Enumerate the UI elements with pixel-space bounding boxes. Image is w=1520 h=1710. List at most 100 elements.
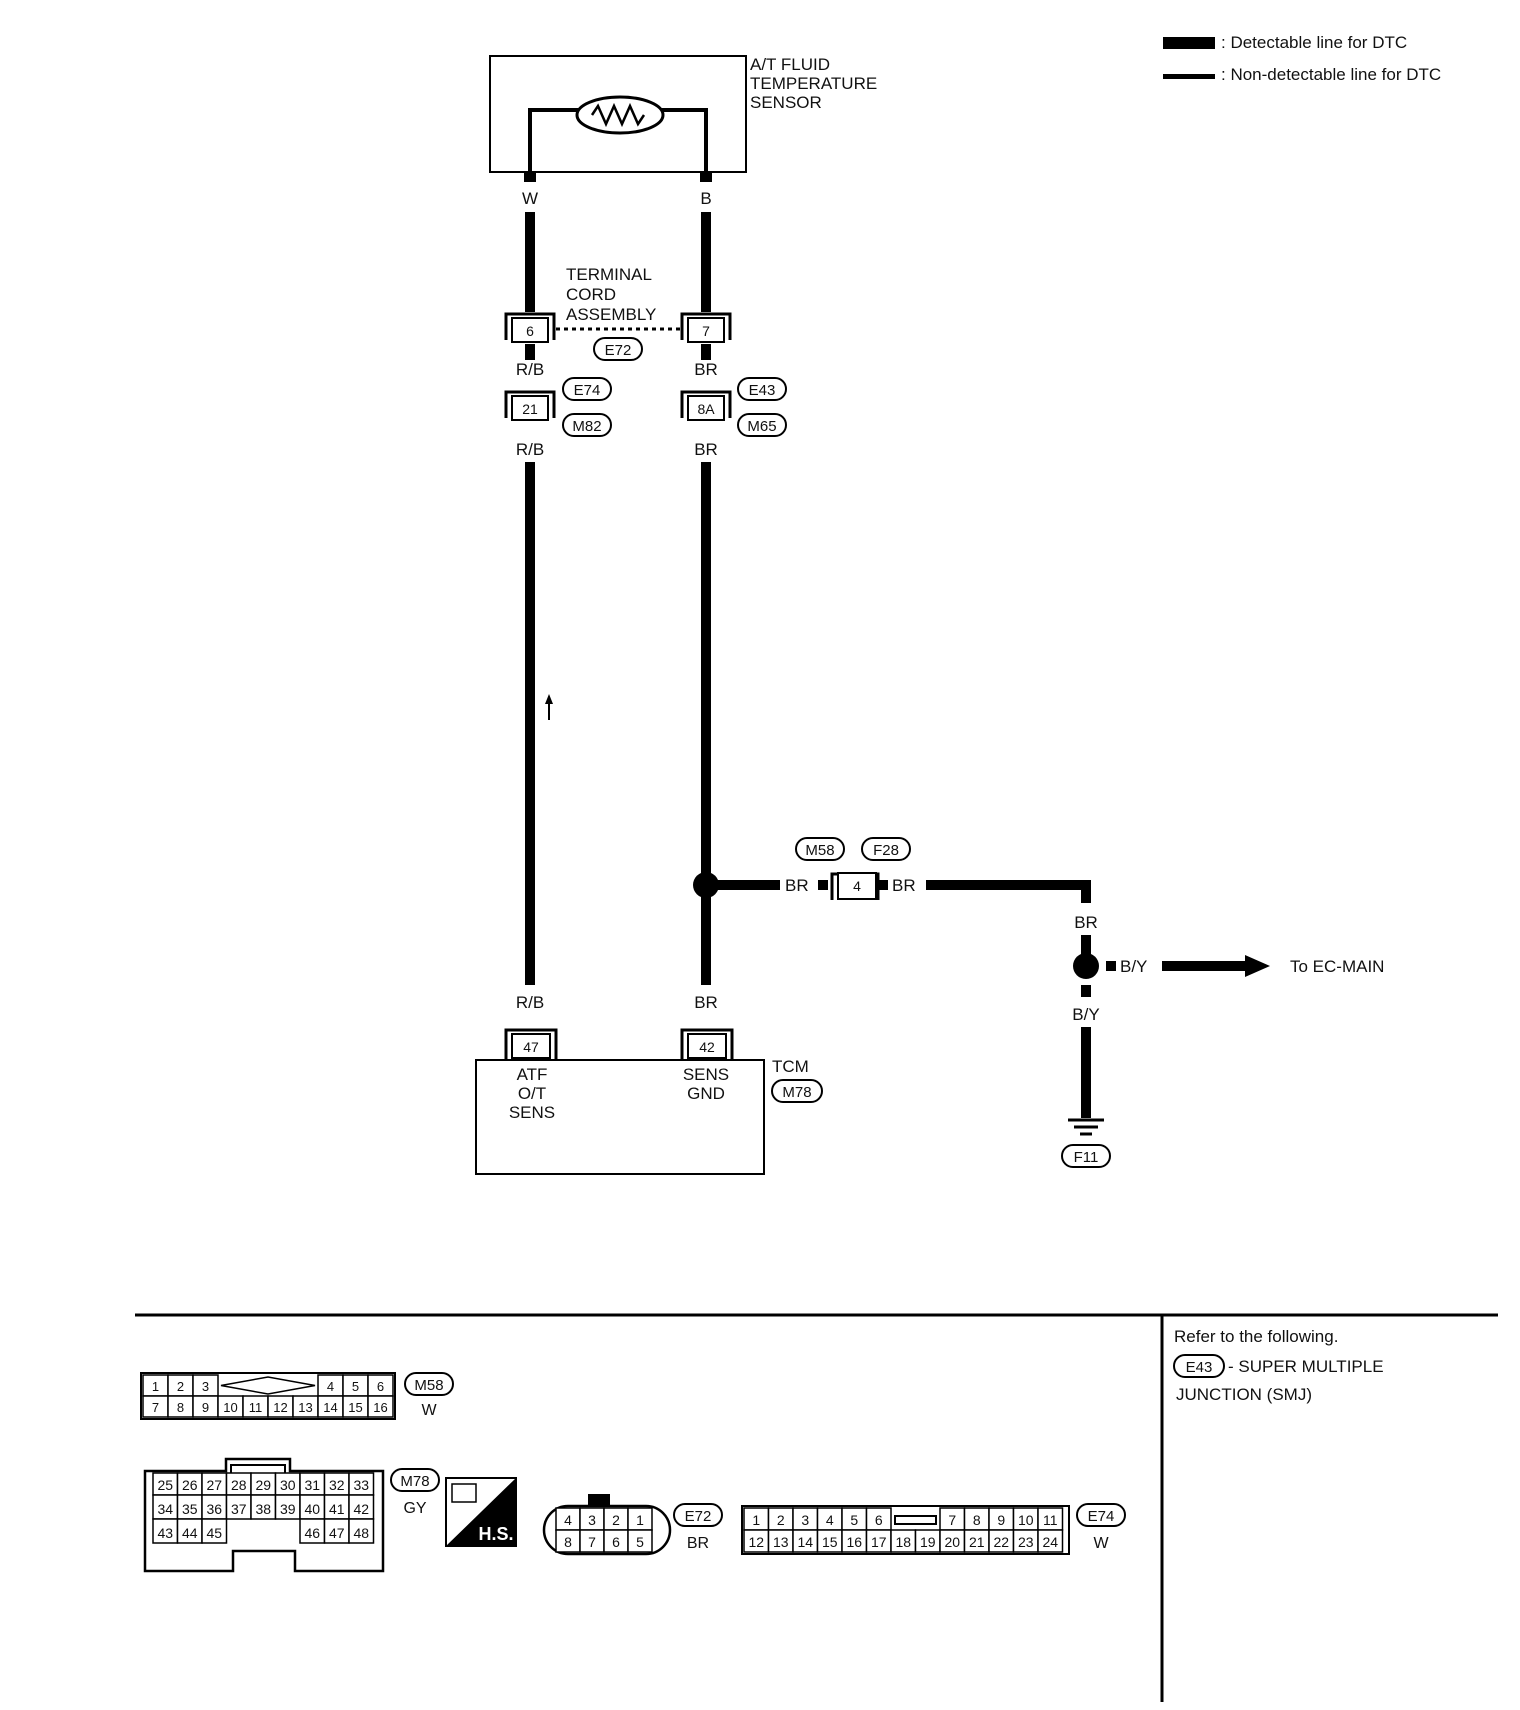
hs-label: H.S.: [478, 1524, 513, 1544]
e74-pin-2: 2: [777, 1512, 785, 1528]
tcm-pin-42-name-l2: GND: [687, 1084, 725, 1103]
pin-47-bracket: [504, 1028, 558, 1060]
m58-pin-10: 10: [223, 1400, 237, 1415]
m58-pin-12: 12: [273, 1400, 287, 1415]
connector-tag-e74-label: E74: [574, 382, 601, 399]
e74-pin-17: 17: [871, 1534, 887, 1550]
m78-pin-35-cell: [176, 1494, 203, 1520]
connector-tag-m78-label: M78: [782, 1084, 811, 1101]
m58-key-icon: [220, 1376, 316, 1395]
e72-pin-7: 7: [588, 1534, 596, 1550]
sensor-pin-right: [700, 172, 712, 182]
terminal-cord-line1: TERMINAL: [566, 265, 652, 284]
pin-7-label: 7: [702, 323, 710, 339]
m58-pin-16: 16: [373, 1400, 387, 1415]
connector-tag-e43: [737, 377, 787, 401]
ground: F11: [1061, 1118, 1111, 1168]
m78-pin-45: 45: [206, 1525, 222, 1541]
connector-tag-m82-label: M82: [572, 418, 601, 435]
m78-pin-37: 37: [231, 1501, 247, 1517]
pin-21-label: 21: [522, 401, 538, 417]
e74-pin-22: 22: [993, 1534, 1009, 1550]
m78-pin-44-cell: [176, 1518, 203, 1544]
e74-pin-16: 16: [846, 1534, 862, 1550]
terminal-cord-assembly: TERMINAL CORD ASSEMBLY 6 7 E72 R/B BR: [504, 265, 732, 379]
harness-side-indicator: H.S.: [445, 1477, 517, 1547]
m78-pin-47: 47: [329, 1525, 345, 1541]
thermistor-zigzag: [590, 102, 646, 128]
e74-pin-14: 14: [797, 1534, 813, 1550]
m78-pin-39-cell: [274, 1494, 301, 1520]
e74-pin-10: 10: [1018, 1512, 1034, 1528]
wire-color-rb-1: R/B: [516, 360, 544, 379]
wire-color-by-1: B/Y: [1120, 957, 1147, 976]
pin-21-bracket: [504, 390, 556, 418]
e74-pin-15: 15: [822, 1534, 838, 1550]
e72-color: BR: [687, 1535, 709, 1552]
e72-pin-5-cell: [627, 1529, 653, 1553]
m58-pin-11: 11: [249, 1400, 263, 1415]
e74-pin-11: 11: [1043, 1512, 1058, 1528]
connector-tag-f11-label: F11: [1074, 1149, 1099, 1166]
sensor-pin-left: [524, 172, 536, 182]
ec-main-label: To EC-MAIN: [1290, 957, 1384, 976]
m58-face-tag: [404, 1372, 454, 1396]
m58-pin-8: 8: [177, 1400, 184, 1415]
wire-color-br-6: BR: [694, 993, 718, 1012]
m78-pin-45-cell: [201, 1518, 228, 1544]
legend: : Detectable line for DTC : Non-detectab…: [1163, 33, 1441, 84]
pin-4-label: 4: [853, 878, 861, 894]
tcm-pin-47-name-l3: SENS: [509, 1103, 555, 1122]
terminal-cord-line3: ASSEMBLY: [566, 305, 656, 324]
wire-color-br-4: BR: [892, 876, 916, 895]
e74-pin-19: 19: [920, 1534, 936, 1550]
e72-face-tag-label: E72: [685, 1508, 712, 1525]
e72-pin-4: 4: [564, 1512, 572, 1528]
connector-tag-m65-label: M65: [747, 418, 776, 435]
hs-connector-icon: [451, 1483, 477, 1503]
refer-connector-label: E43: [1186, 1359, 1213, 1376]
wire-color-br-3: BR: [785, 876, 809, 895]
m78-outline: [143, 1457, 385, 1573]
pin-7-box: [687, 317, 725, 343]
e74-face-tag-label: E74: [1088, 1508, 1115, 1525]
m78-face-tag: [390, 1468, 440, 1492]
m58-pin-7: 7: [152, 1400, 159, 1415]
e74-pin-5: 5: [850, 1512, 858, 1528]
connector-tag-e72-label: E72: [605, 342, 632, 359]
m78-pin-47-cell: [323, 1518, 350, 1544]
m78-pin-39: 39: [280, 1501, 296, 1517]
m78-pin-25: 25: [157, 1477, 173, 1493]
pin-8a-label: 8A: [697, 401, 715, 417]
sensor-label-line3: SENSOR: [750, 93, 822, 112]
tcm: R/B BR 47 42 ATF O/T SENS SENS GND TCM M…: [475, 993, 823, 1175]
pin-42-label: 42: [699, 1039, 715, 1055]
pin-42-bracket: [680, 1028, 734, 1060]
e72-pin-5: 5: [636, 1534, 644, 1550]
m58-outline: [140, 1372, 396, 1420]
connector-tag-e43-label: E43: [749, 382, 776, 399]
legend-detectable-label: : Detectable line for DTC: [1221, 33, 1407, 52]
sensor-label-line1: A/T FLUID: [750, 55, 830, 74]
m58-face-tag-label: M58: [414, 1377, 443, 1394]
connector-tag-m65: [737, 413, 787, 437]
e72-pin-6: 6: [612, 1534, 620, 1550]
e72-latch-icon: [588, 1494, 610, 1506]
refer-line1: Refer to the following.: [1174, 1327, 1338, 1346]
refer-line2: - SUPER MULTIPLE: [1228, 1357, 1384, 1376]
m58-color: W: [421, 1402, 437, 1419]
e72-pin-2: 2: [612, 1512, 620, 1528]
e72-face-tag: [673, 1503, 723, 1527]
splice-dot-ground: [1073, 953, 1099, 979]
m58-pin-6: 6: [377, 1379, 384, 1394]
wire-color-rb-3: R/B: [516, 993, 544, 1012]
pin-6-bracket: [504, 312, 556, 340]
m78-pin-48-cell: [348, 1518, 375, 1544]
pin-47-box: [511, 1033, 551, 1059]
m78-pin-37-cell: [225, 1494, 252, 1520]
m78-pin-43-cell: [152, 1518, 179, 1544]
m78-pin-34: 34: [157, 1501, 173, 1517]
